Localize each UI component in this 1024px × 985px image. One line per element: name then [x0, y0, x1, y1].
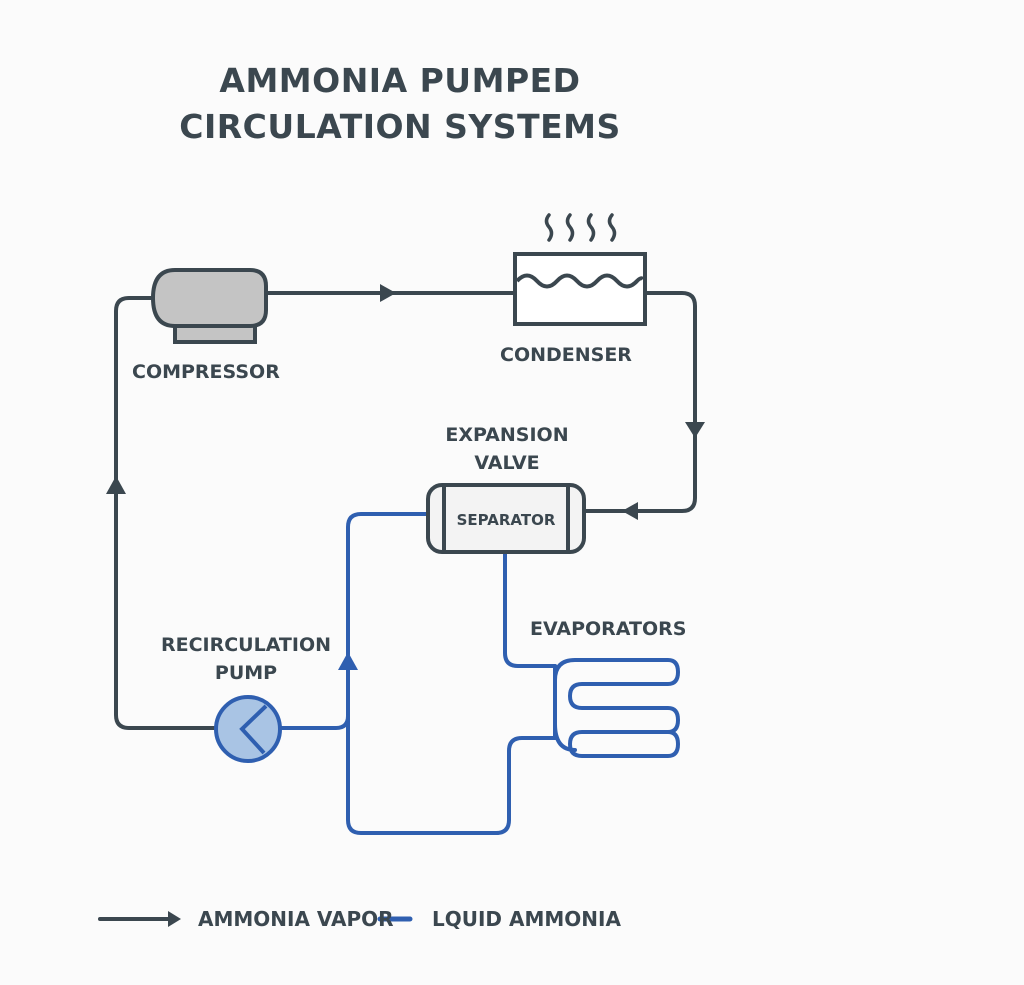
pump-label-line-2: PUMP [214, 662, 278, 684]
vapor-line-pump-to-compressor [114, 296, 217, 730]
recirculation-pump-label: RECIRCULATION PUMP [146, 631, 346, 687]
legend-liquid-label: LQUID AMMONIA [432, 907, 621, 931]
legend-vapor-label: AMMONIA VAPOR [198, 907, 394, 931]
compressor-icon [150, 268, 268, 344]
title-line-1: AMMONIA PUMPED [219, 61, 581, 100]
compressor-label: COMPRESSOR [132, 361, 280, 383]
pump-label-line-1: RECIRCULATION [160, 634, 332, 656]
condenser-icon [513, 252, 647, 326]
arrow-up-icon [106, 476, 126, 494]
condenser-label: CONDENSER [500, 344, 632, 366]
expansion-valve-label-line-2: VALVE [474, 452, 540, 474]
arrow-left-icon [622, 502, 638, 520]
evaporators-label: EVAPORATORS [530, 618, 687, 640]
arrow-down-icon [685, 422, 705, 438]
arrow-up-liquid-icon [338, 652, 358, 670]
legend-vapor-swatch [98, 911, 181, 927]
diagram-title: AMMONIA PUMPED CIRCULATION SYSTEMS [140, 58, 660, 150]
heat-waves-icon [544, 213, 617, 242]
expansion-valve-label-line-1: EXPANSION [445, 424, 569, 446]
recirculation-pump-icon [214, 695, 282, 763]
separator-label: SEPARATOR [456, 511, 556, 529]
evaporator-coil [553, 658, 680, 758]
vapor-line-condenser-to-separator [582, 291, 697, 513]
expansion-valve-label: EXPANSION VALVE [432, 421, 582, 477]
liquid-line-separator-to-evaporator [503, 550, 557, 668]
separator-icon [426, 483, 586, 554]
liquid-line-separator-to-pump-loop [346, 512, 557, 835]
title-line-2: CIRCULATION SYSTEMS [179, 107, 621, 146]
arrow-right-icon [380, 284, 396, 302]
liquid-line-pump-to-riser [279, 714, 350, 730]
